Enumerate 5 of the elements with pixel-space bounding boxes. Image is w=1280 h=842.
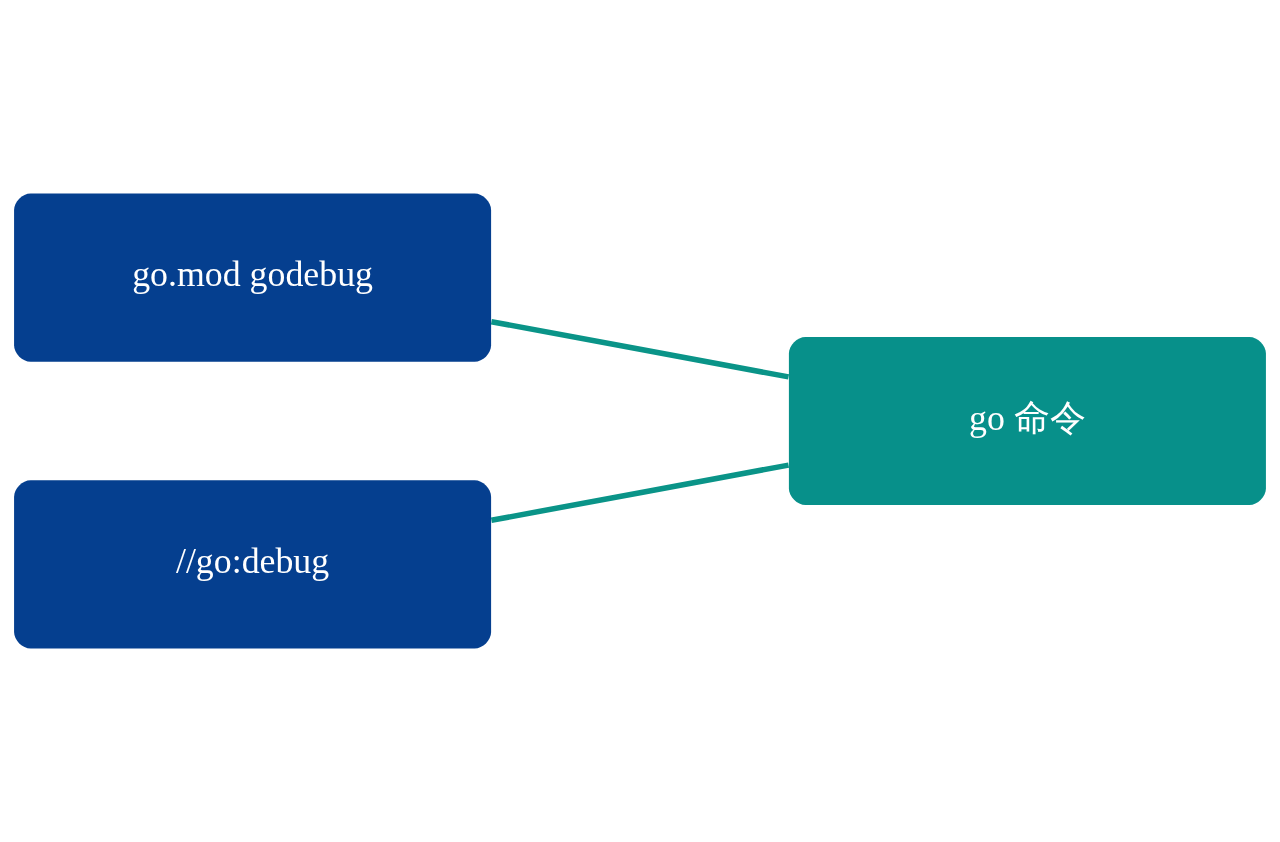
node-box: go 命令	[788, 336, 1266, 506]
node-box: go.mod godebug	[14, 193, 492, 362]
connector	[490, 319, 790, 380]
node-box: //go:debug	[14, 480, 492, 649]
connector	[490, 462, 790, 523]
